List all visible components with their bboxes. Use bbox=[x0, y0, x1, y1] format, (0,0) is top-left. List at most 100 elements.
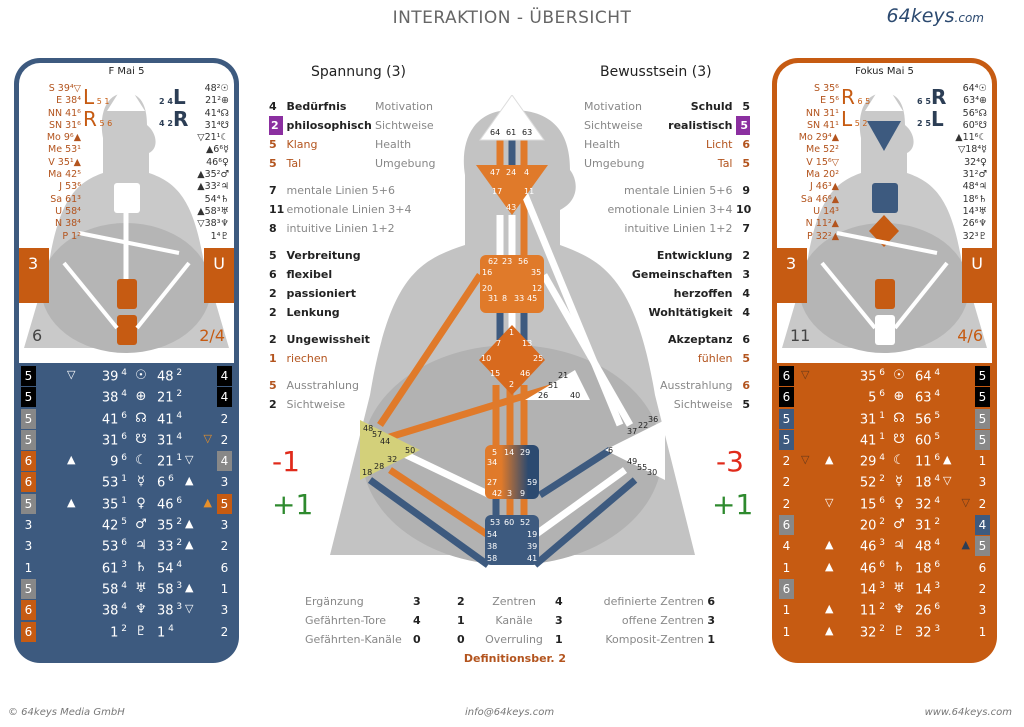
personality-line-badge: 2 bbox=[220, 411, 229, 426]
activation-item: J 53⁶ bbox=[59, 181, 81, 193]
gate-label: 39 bbox=[527, 542, 537, 551]
gate-label: 2 bbox=[509, 380, 514, 389]
trait-number: 3 bbox=[742, 268, 750, 281]
gate-label: 44 bbox=[380, 437, 390, 446]
profile-label: 2/4 bbox=[199, 326, 225, 345]
trait-label: Ungewissheit bbox=[286, 333, 370, 346]
activation-item: 41⁴☊ bbox=[204, 107, 229, 119]
planet-icon: ⊕ bbox=[893, 389, 905, 405]
aspect-label: Tal bbox=[286, 157, 302, 170]
design-arrow-icon: ▲ bbox=[67, 495, 76, 509]
planet-icon: ☋ bbox=[135, 431, 147, 447]
personality-gate: 31 4 bbox=[157, 431, 183, 449]
ajna-center[interactable] bbox=[476, 165, 548, 215]
trait-row: 2 passioniert bbox=[269, 284, 439, 303]
line-number: 3 bbox=[931, 580, 941, 591]
footer-website[interactable]: www.64keys.com bbox=[924, 707, 1012, 718]
design-arrow-icon: ▲ bbox=[825, 559, 834, 573]
stat-value-a: 4 bbox=[413, 614, 421, 627]
gate-label: 54 bbox=[487, 530, 497, 539]
throat-center[interactable] bbox=[480, 255, 544, 313]
left-variable-r: R 5 6 bbox=[83, 107, 113, 131]
line-number: 2 bbox=[876, 623, 885, 634]
solar-plexus-center[interactable] bbox=[605, 420, 665, 480]
head-center[interactable] bbox=[479, 95, 545, 141]
right-variable-l: 2 5L bbox=[917, 107, 944, 131]
trait-label: Wohltätigkeit bbox=[648, 306, 733, 319]
gate-label: 63 bbox=[522, 128, 532, 137]
line-number: 4 bbox=[118, 580, 127, 591]
root-center[interactable] bbox=[485, 515, 539, 565]
g-center[interactable] bbox=[479, 325, 545, 395]
trait-number: 4 bbox=[742, 306, 750, 319]
trait-row: Ausstrahlung 6 bbox=[580, 376, 750, 395]
lines-count: 10 bbox=[736, 203, 752, 216]
planet-icon: ♆ bbox=[135, 602, 147, 618]
color-arrow-icon: ▲ bbox=[203, 495, 212, 509]
ego-center[interactable] bbox=[525, 370, 590, 400]
stat-value: 1 bbox=[555, 633, 563, 646]
planet-icon: ☊ bbox=[893, 410, 905, 426]
aspect-label: Licht bbox=[705, 138, 733, 151]
personality-line-badge: 1 bbox=[978, 454, 987, 469]
sacral-center[interactable] bbox=[485, 445, 539, 499]
line-number: 1 bbox=[876, 410, 885, 421]
gate-label: 22 bbox=[638, 421, 648, 430]
design-line-badge: 6 bbox=[21, 451, 36, 472]
line-number: 4 bbox=[173, 410, 183, 421]
gate-label: 5 bbox=[492, 448, 497, 457]
personality-arrow-icon: ▽ bbox=[943, 474, 952, 488]
gate-label: 9 bbox=[520, 489, 525, 498]
gate-label: 30 bbox=[647, 468, 657, 477]
line-number: 6 bbox=[118, 431, 127, 442]
activation-item: 60⁵☋ bbox=[962, 119, 987, 131]
activation-item: E 5⁶ bbox=[820, 95, 839, 107]
gate-label: 15 bbox=[490, 369, 500, 378]
gate-label: 8 bbox=[502, 294, 507, 303]
trait-row: herzoffen 4 bbox=[580, 284, 750, 303]
activation-item: 32³♇ bbox=[962, 230, 987, 242]
activation-item: N 11²▲ bbox=[805, 218, 839, 230]
footer-email[interactable]: info@64keys.com bbox=[465, 707, 555, 718]
stat-value-a: 3 bbox=[413, 595, 421, 608]
activation-item: 56⁵☊ bbox=[962, 107, 987, 119]
activation-item: P 1² bbox=[62, 230, 81, 242]
right-variable-r: 6 5R bbox=[917, 85, 947, 109]
design-arrow-icon: ▲ bbox=[825, 623, 834, 637]
spleen-center[interactable] bbox=[360, 420, 420, 480]
activation-item: Mo 29⁴▲ bbox=[798, 132, 839, 144]
trait-number: 6 bbox=[742, 379, 750, 392]
design-gate: 5 6 bbox=[868, 389, 885, 406]
trait-number: 5 bbox=[269, 249, 277, 262]
trait-number: 6 bbox=[742, 333, 750, 346]
activation-row: 5▲35 1♀46 6▲5 bbox=[19, 493, 234, 515]
planet-icon: ☋ bbox=[893, 431, 905, 447]
design-gate: 61 3 bbox=[101, 559, 127, 576]
trait-label: Akzeptanz bbox=[668, 333, 733, 346]
logo-suffix: .com bbox=[954, 11, 984, 25]
trait-row: Gemeinschaften 3 bbox=[580, 265, 750, 284]
aspect-number: 5 bbox=[736, 116, 750, 135]
line-number: 2 bbox=[876, 602, 885, 613]
activation-item: Sa 46⁶▲ bbox=[800, 193, 839, 205]
trait-label: passioniert bbox=[286, 287, 356, 300]
aspect-number: 5 bbox=[742, 100, 750, 113]
design-gate: 29 4 bbox=[859, 453, 885, 470]
trait-number: 4 bbox=[742, 287, 750, 300]
right-mini-bodygraph bbox=[782, 81, 987, 353]
trait-number: 2 bbox=[269, 333, 277, 346]
left-variable-l: L 5 2 bbox=[841, 107, 868, 131]
line-number: 2 bbox=[173, 368, 183, 378]
stat-label: Zentren bbox=[492, 595, 536, 608]
color-arrow-icon: ▲ bbox=[961, 538, 970, 552]
brand-logo[interactable]: 64keys.com bbox=[887, 5, 984, 27]
activation-item: 21²⊕ bbox=[205, 95, 229, 107]
gate-label: 48 bbox=[363, 424, 373, 433]
planet-icon: ♄ bbox=[135, 559, 147, 575]
design-line-badge: 2 bbox=[782, 496, 791, 511]
